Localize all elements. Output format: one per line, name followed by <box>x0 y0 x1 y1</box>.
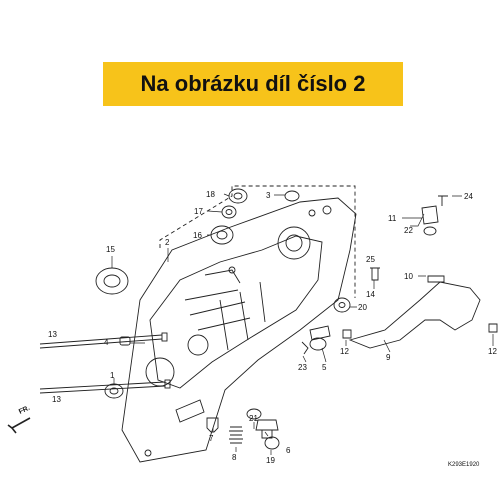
part-1-bearing <box>104 383 124 399</box>
callout-5: 5 <box>322 363 327 372</box>
callout-15: 15 <box>106 245 115 254</box>
callout-23: 23 <box>298 363 307 372</box>
crankcase <box>121 197 357 463</box>
part-10-bolt <box>427 275 445 283</box>
part-19-oring <box>264 436 280 450</box>
part-12-bolt-a <box>342 329 352 339</box>
callout-18: 18 <box>206 190 215 199</box>
callout-22: 22 <box>404 226 413 235</box>
callout-9: 9 <box>386 353 391 362</box>
part-8-spring <box>229 426 243 444</box>
part-17-seal <box>221 205 237 219</box>
callout-14: 14 <box>366 290 375 299</box>
part-20-seal <box>333 297 351 313</box>
callout-21: 21 <box>249 414 258 423</box>
part-3-bearing <box>284 190 300 202</box>
callout-17: 17 <box>194 207 203 216</box>
part-9-bracket <box>348 281 481 349</box>
leader-lines <box>111 193 494 455</box>
part-13-bolts <box>39 332 171 394</box>
title-text: Na obrázku díl číslo 2 <box>140 71 366 96</box>
callout-16: 16 <box>193 231 202 240</box>
part-15-bearing <box>95 267 129 295</box>
callout-2: 2 <box>165 238 170 247</box>
callout-11: 11 <box>388 214 397 223</box>
callout-25: 25 <box>366 255 375 264</box>
callout-13b: 13 <box>52 395 61 404</box>
part-21-washer <box>246 408 262 420</box>
callout-24: 24 <box>464 192 473 201</box>
part-5-guide <box>309 325 331 351</box>
part-25-bolt <box>370 267 380 281</box>
part-16-bearing <box>210 225 234 245</box>
group-frame-2 <box>159 185 356 298</box>
callout-10: 10 <box>404 272 413 281</box>
callout-1: 1 <box>110 371 115 380</box>
callout-12b: 12 <box>488 347 497 356</box>
part-6-plug <box>255 419 279 439</box>
callout-12a: 12 <box>340 347 349 356</box>
part-11-sensor <box>421 195 448 236</box>
front-marker-label: FR. <box>18 405 31 416</box>
callout-19: 19 <box>266 456 275 465</box>
callout-4: 4 <box>104 338 109 347</box>
part-23-clip <box>301 341 309 355</box>
callout-8: 8 <box>232 453 237 462</box>
front-arrow-icon <box>7 417 31 434</box>
part-4-dowel <box>119 336 131 346</box>
part-12-bolt-b <box>488 323 498 333</box>
callout-7: 7 <box>209 434 214 443</box>
callout-6: 6 <box>286 446 291 455</box>
callout-13a: 13 <box>48 330 57 339</box>
title-banner: Na obrázku díl číslo 2 <box>103 62 403 106</box>
diagram-code: K293E1920 <box>448 462 480 468</box>
part-7-cap <box>206 417 219 433</box>
callout-20: 20 <box>358 303 367 312</box>
callout-3: 3 <box>266 191 271 200</box>
